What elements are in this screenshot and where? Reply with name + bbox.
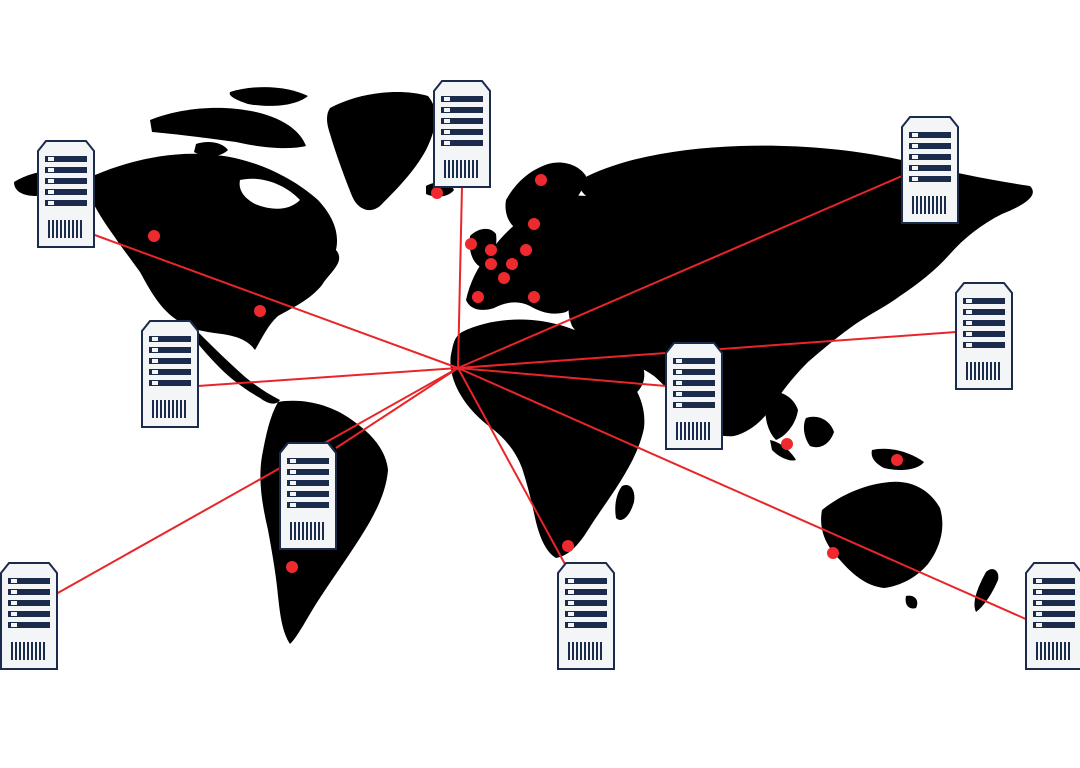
new-zealand <box>974 569 999 612</box>
link-server-alaska <box>91 233 459 369</box>
location-iceland <box>431 187 443 199</box>
australia <box>821 481 943 588</box>
sumatra <box>770 440 796 461</box>
location-us-east <box>254 305 266 317</box>
location-switzerland <box>498 272 510 284</box>
link-server-siberia <box>457 175 903 369</box>
link-server-arabia <box>457 367 667 387</box>
link-server-central-america <box>197 367 459 387</box>
location-france <box>485 258 497 270</box>
server-south-america-icon[interactable] <box>279 442 337 550</box>
central-america <box>190 330 280 404</box>
location-papua <box>891 454 903 466</box>
link-server-south-africa <box>457 367 567 567</box>
location-italy <box>528 291 540 303</box>
location-south-africa <box>562 540 574 552</box>
north-america <box>90 153 340 350</box>
link-server-greenland <box>457 185 463 369</box>
location-argentina <box>286 561 298 573</box>
tasmania <box>905 595 918 609</box>
location-indonesia <box>781 438 793 450</box>
borneo <box>803 416 834 448</box>
location-scandinavia <box>535 174 547 186</box>
link-server-south-america <box>335 367 459 449</box>
server-south-africa-icon[interactable] <box>557 562 615 670</box>
location-spain <box>472 291 484 303</box>
location-germany <box>506 258 518 270</box>
link-server-new-zealand <box>457 367 1029 621</box>
server-alaska-icon[interactable] <box>37 140 95 248</box>
japan <box>892 248 918 298</box>
scandinavia <box>505 162 586 231</box>
server-south-pacific-west-icon[interactable] <box>0 562 58 670</box>
canadian-arctic <box>150 107 306 149</box>
greenland <box>327 92 436 211</box>
server-central-america-icon[interactable] <box>141 320 199 428</box>
hudson-island <box>239 178 300 209</box>
link-server-south-pacific-west <box>55 367 459 595</box>
server-siberia-icon[interactable] <box>901 116 959 224</box>
server-east-asia-icon[interactable] <box>955 282 1013 390</box>
server-arabia-icon[interactable] <box>665 342 723 450</box>
location-netherlands <box>520 244 532 256</box>
arctic-island-2 <box>194 142 228 157</box>
location-western-australia <box>827 547 839 559</box>
location-ireland <box>465 238 477 250</box>
location-western-canada <box>148 230 160 242</box>
location-uk <box>485 244 497 256</box>
server-new-zealand-icon[interactable] <box>1025 562 1080 670</box>
server-greenland-icon[interactable] <box>433 80 491 188</box>
arctic-island-1 <box>229 87 308 106</box>
location-baltic <box>528 218 540 230</box>
madagascar <box>615 484 635 521</box>
southeast-asia <box>765 391 798 440</box>
location-dots <box>148 174 903 573</box>
